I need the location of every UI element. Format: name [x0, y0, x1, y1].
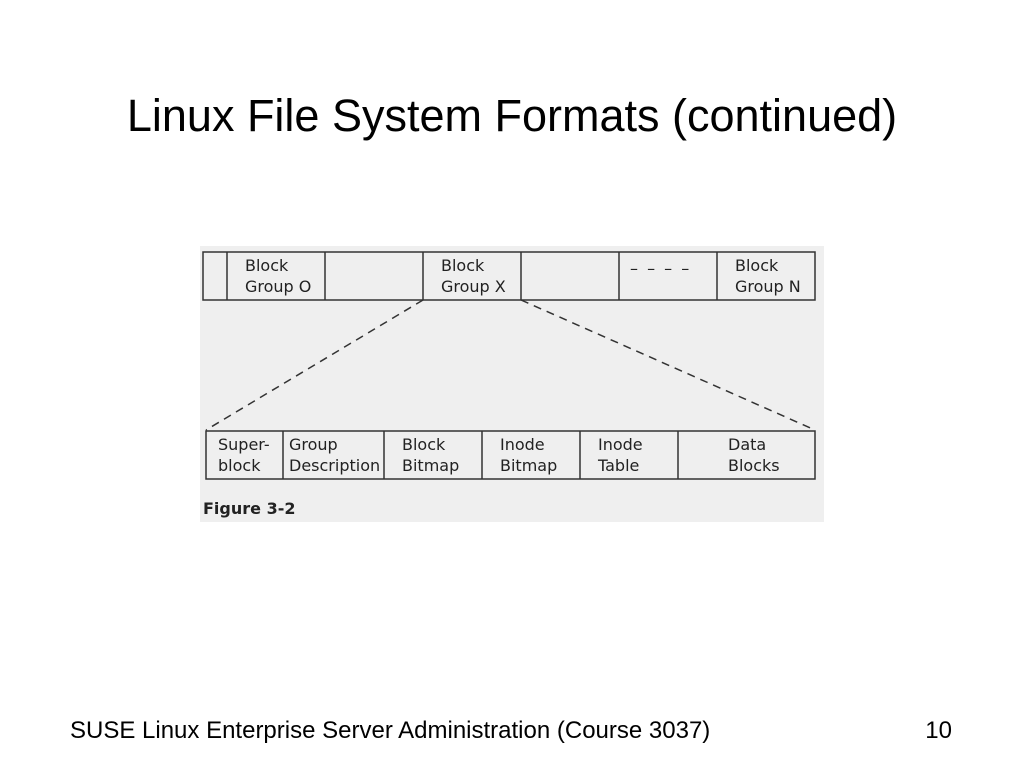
expansion-line-right	[520, 299, 816, 431]
inode-table-label: Inode Table	[598, 435, 643, 475]
block-group-n-label: Block Group N	[735, 256, 801, 296]
figure-lines	[202, 251, 816, 480]
top-row-frame	[202, 251, 816, 301]
page-number: 10	[925, 717, 952, 744]
ellipsis-dashes: – – – –	[630, 259, 692, 278]
block-group-figure: Block Group O Block Group X – – – – Bloc…	[200, 246, 824, 522]
expansion-line-left	[205, 299, 424, 431]
superblock-label: Super- block	[218, 435, 270, 475]
figure-caption: Figure 3-2	[203, 499, 296, 518]
data-blocks-label: Data Blocks	[728, 435, 780, 475]
bottom-row-frame	[205, 430, 816, 480]
block-bitmap-label: Block Bitmap	[402, 435, 460, 475]
inode-bitmap-label: Inode Bitmap	[500, 435, 558, 475]
block-group-x-label: Block Group X	[441, 256, 506, 296]
slide-footer: SUSE Linux Enterprise Server Administrat…	[70, 717, 711, 744]
page-title: Linux File System Formats (continued)	[126, 90, 898, 141]
block-group-0-label: Block Group O	[245, 256, 312, 296]
group-description-label: Group Description	[289, 435, 381, 475]
